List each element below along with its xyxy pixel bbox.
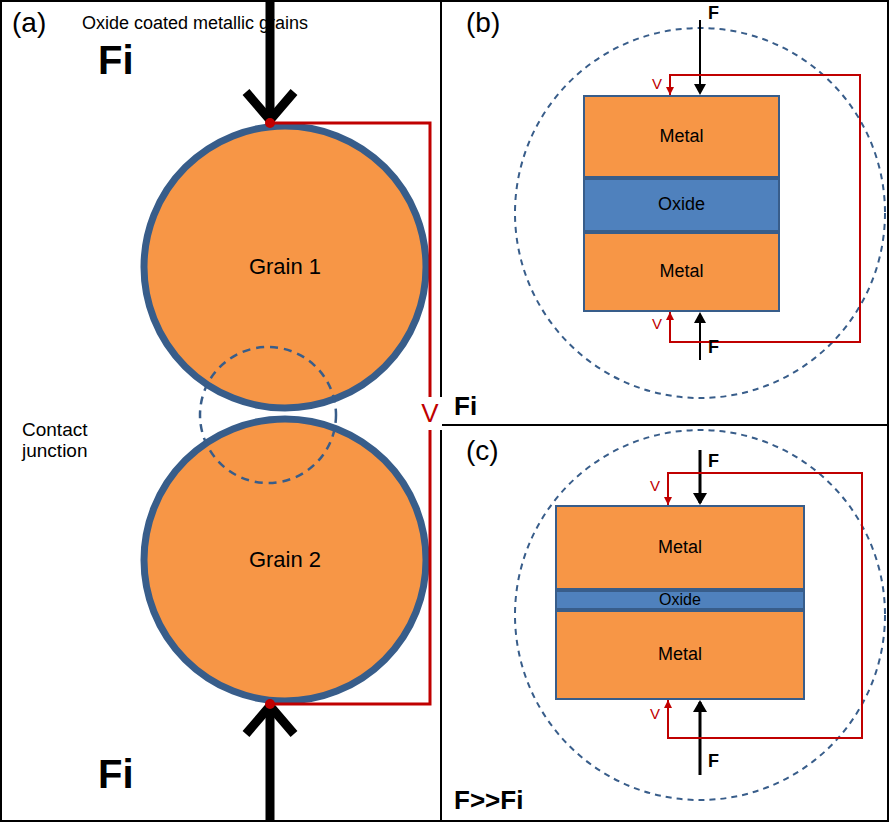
node-text: Metal <box>658 538 702 558</box>
voltage-label: V <box>652 76 662 93</box>
node-text: Metal <box>659 127 703 147</box>
grain-shape <box>144 419 426 701</box>
force-label: Fi <box>454 392 477 421</box>
force-label: Fi <box>98 752 134 796</box>
voltage-label: V <box>652 316 662 333</box>
force-arrow <box>266 708 275 822</box>
metal-layer: Metal <box>555 505 805 590</box>
panel-divider <box>441 424 889 426</box>
voltage-label: V <box>650 706 660 723</box>
force-label: F <box>708 752 719 772</box>
node-text: Oxide <box>659 591 701 609</box>
force-arrowhead <box>694 84 706 95</box>
metal-layer: Metal <box>583 95 780 178</box>
panel-letter: (b) <box>466 8 500 39</box>
figure-note: Oxide coated metallic grains <box>82 14 308 34</box>
force-label: Fi <box>98 38 134 82</box>
force-arrowhead <box>693 700 707 712</box>
oxide-layer: Oxide <box>555 590 805 610</box>
metal-layer: Metal <box>555 610 805 700</box>
node-text: Metal <box>658 645 702 665</box>
node-text: Metal <box>659 262 703 282</box>
panel-letter: (c) <box>466 436 499 467</box>
voltage-label: V <box>650 478 660 495</box>
force-arrowhead <box>246 706 294 734</box>
force-arrowhead <box>694 312 706 323</box>
force-arrow <box>699 702 702 775</box>
force-arrow <box>699 20 701 93</box>
zoom-circle <box>515 430 885 800</box>
force-label: F>>Fi <box>454 786 523 815</box>
node-text: Oxide <box>658 195 705 215</box>
metal-layer: Metal <box>583 232 780 312</box>
oxide-layer: Oxide <box>583 178 780 232</box>
force-label: F <box>708 4 719 24</box>
node-text: Grain 2 <box>249 548 321 572</box>
grain-circle: Grain 1 <box>140 122 430 412</box>
region-label: Contact junction <box>22 420 108 462</box>
grain-shape <box>144 126 426 408</box>
force-label: F <box>708 338 719 358</box>
grain-circle: Grain 2 <box>140 415 430 705</box>
force-arrowhead <box>246 92 294 120</box>
voltage-label: V <box>418 397 441 430</box>
node-text: Grain 1 <box>249 255 321 279</box>
force-arrowhead <box>693 493 707 505</box>
panel-letter: (a) <box>12 8 46 39</box>
force-label: F <box>708 452 719 472</box>
